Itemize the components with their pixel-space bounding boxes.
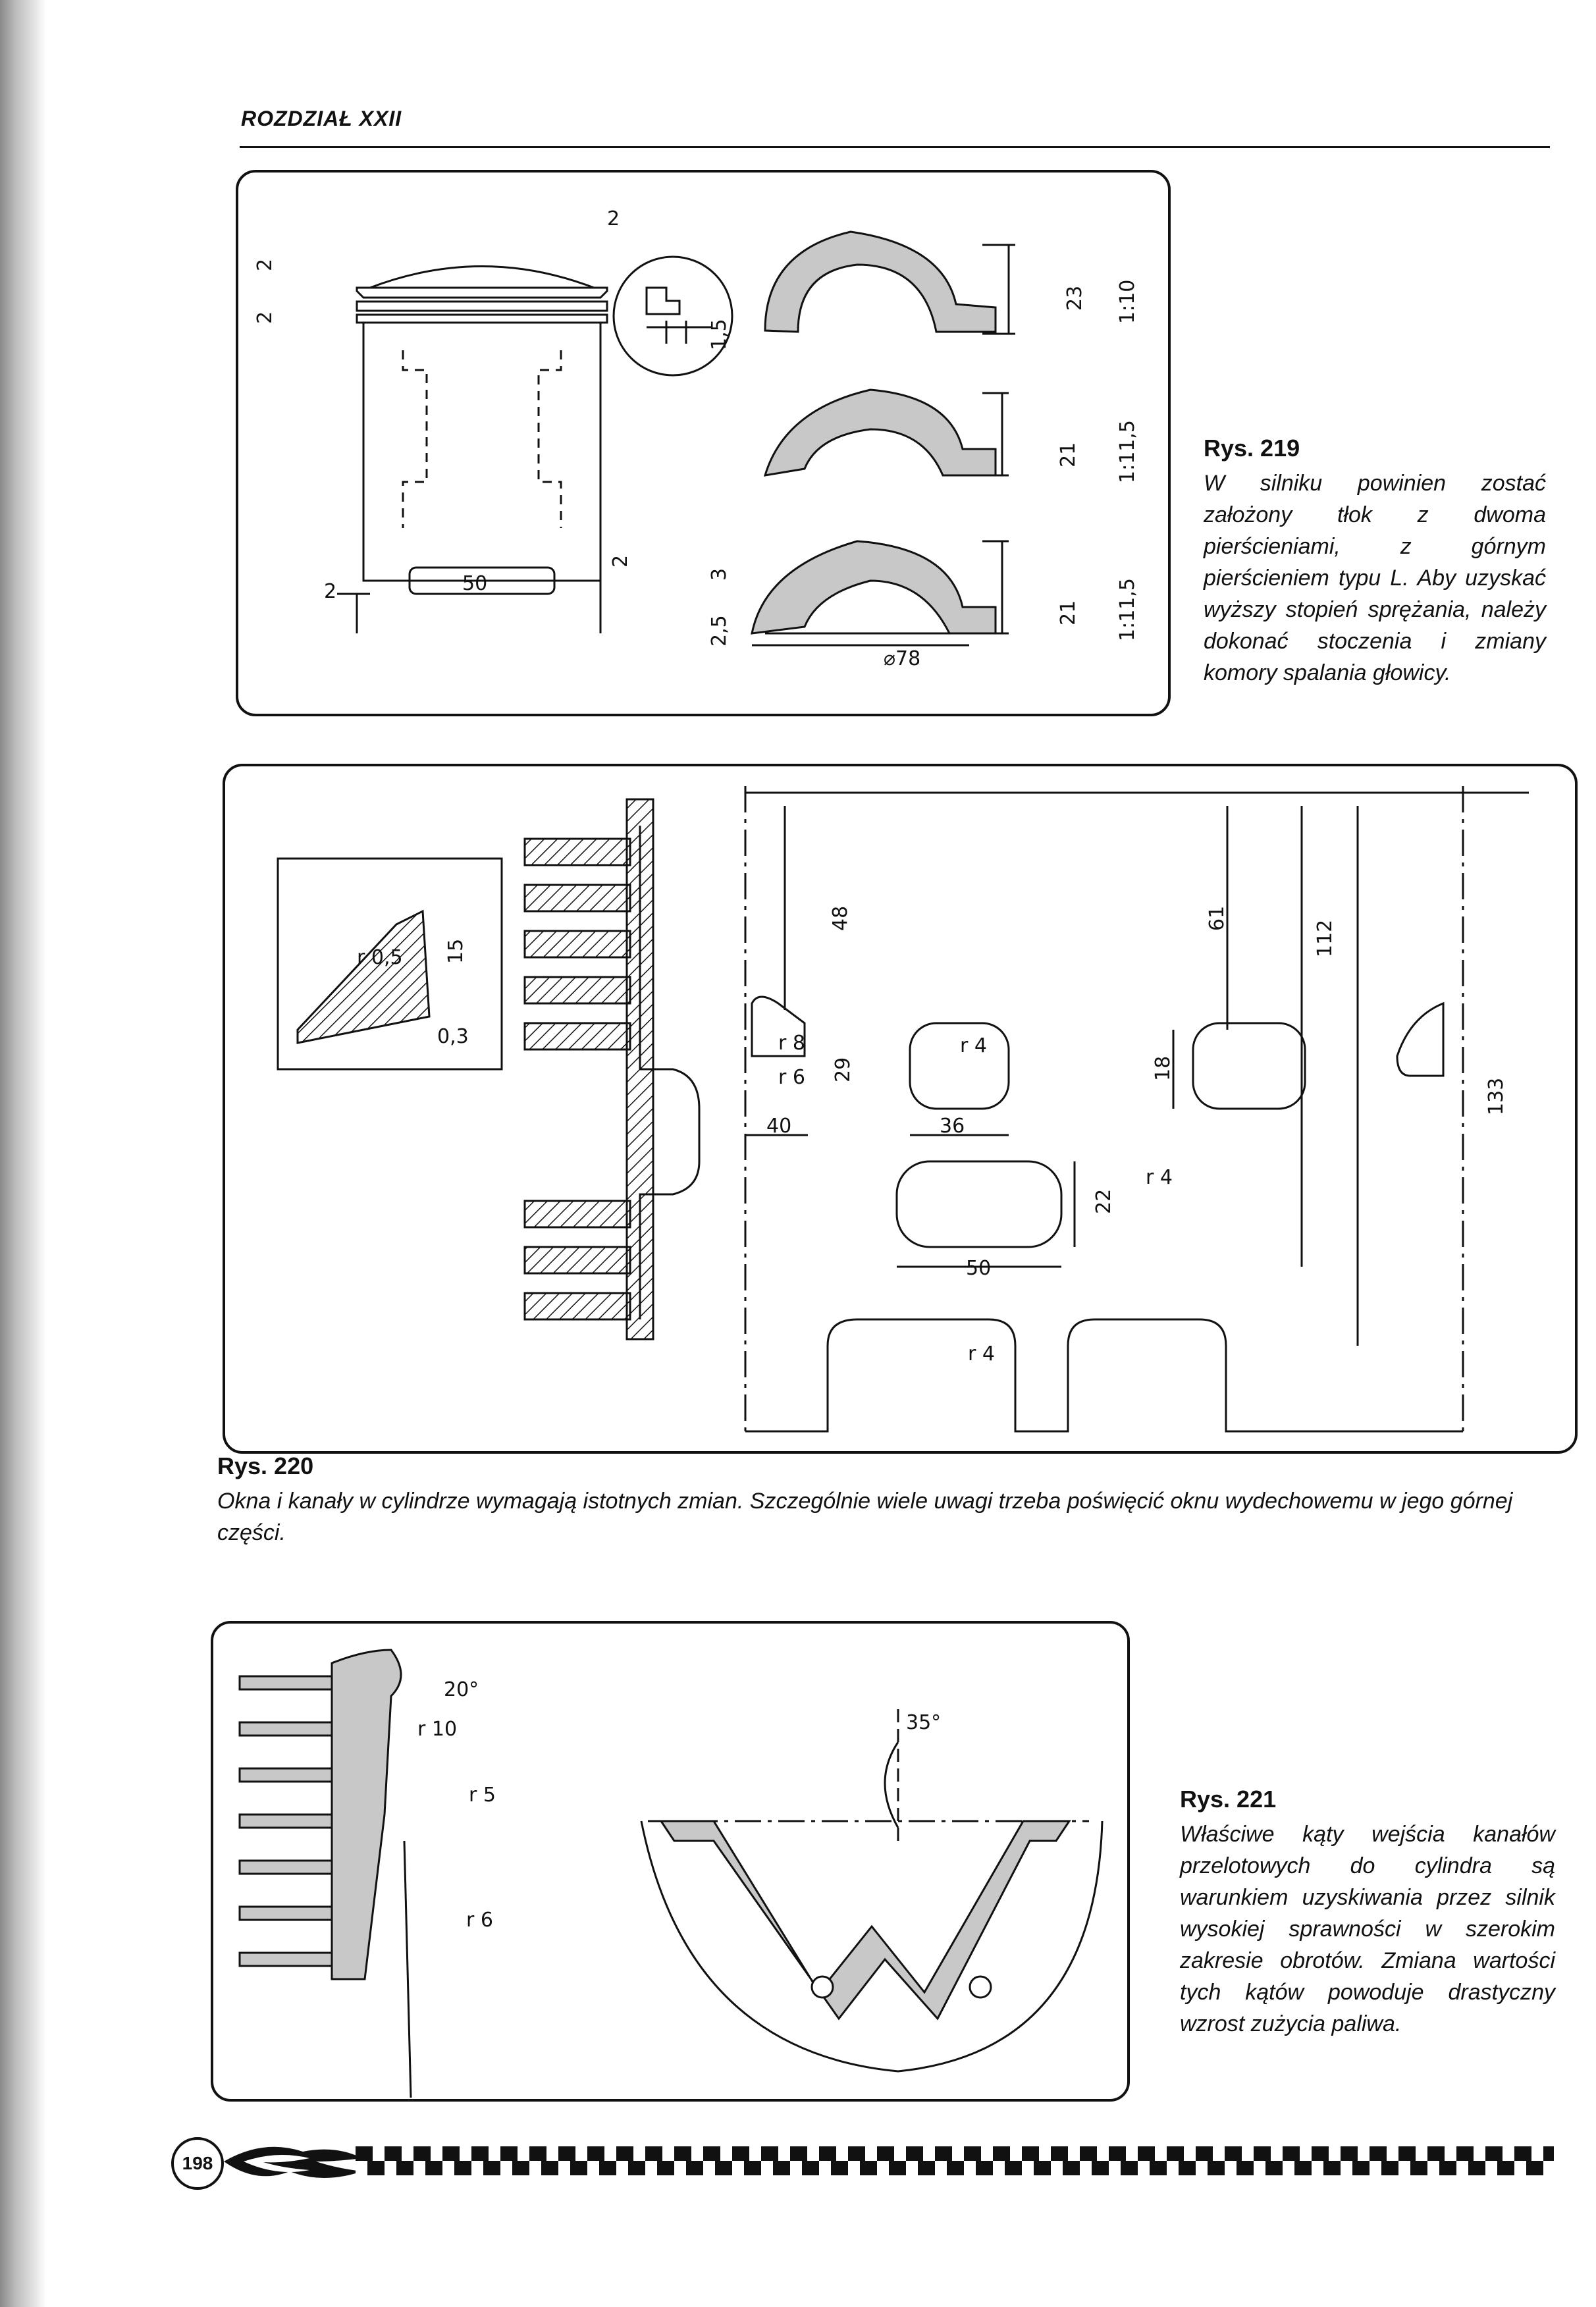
angle-35: 35°: [906, 1711, 941, 1734]
piston-skirt: [362, 323, 602, 582]
figure-221-frame: 20° r 10 r 5 r 6 35°: [211, 1621, 1130, 2102]
ratio-1-10: 1:10: [1116, 280, 1139, 324]
dim-21b: 21: [1057, 600, 1080, 625]
label-r10: r 10: [417, 1718, 457, 1741]
label-r4-b: r 4: [1146, 1166, 1173, 1189]
dim-112: 112: [1314, 920, 1337, 957]
transfer-channels-section: [659, 1820, 1071, 2021]
cylinder-liner-line: [403, 1840, 412, 2098]
dim-61: 61: [1206, 906, 1229, 931]
figure-219-drawing: 2 2 2 2 2 50 1,5 23 1:10 21 1:11,5 21 1:…: [253, 207, 1139, 670]
dim-2-left-b: 2: [253, 311, 277, 324]
figure-221-drawing: 20° r 10 r 5 r 6 35°: [238, 1649, 1104, 2098]
dim-23-line: [982, 244, 1015, 335]
dim-2-bottom-right: 2: [609, 555, 632, 568]
figure-220-frame: r 0,5 15 0,3 48 r 8 r 6 29 40 r 4 36 61 …: [223, 764, 1578, 1454]
dim-2-left-a: 2: [253, 259, 277, 271]
angle-20: 20°: [444, 1678, 479, 1701]
cylinder-wall-section: [639, 826, 701, 1319]
caption-220-title: Rys. 220: [217, 1452, 314, 1479]
chapter-header: ROZDZIAŁ XXII: [241, 107, 402, 130]
transfer-window-left: [909, 1022, 1010, 1110]
cylinder-bore-outline: [640, 1820, 1104, 2073]
dim-22: 22: [1092, 1189, 1115, 1214]
caption-220-text: Okna i kanały w cylindrze wymagają istot…: [217, 1489, 1513, 1545]
page-number: 198: [171, 2137, 224, 2190]
piston-pin-boss-left: [402, 350, 428, 528]
dim-21a-line: [982, 392, 1009, 477]
piston-pin-boss-right: [537, 350, 562, 528]
piston-crown-rim: [356, 286, 608, 299]
figure-219-frame: 2 2 2 2 2 50 1,5 23 1:10 21 1:11,5 21 1:…: [236, 170, 1171, 716]
caption-221: Rys. 221 Właściwe kąty wejścia kanałów p…: [1180, 1786, 1555, 2040]
dim-23: 23: [1063, 286, 1086, 311]
label-r6: r 6: [778, 1066, 805, 1089]
dim-21b-line: [982, 540, 1009, 635]
caption-220: Rys. 220 Okna i kanały w cylindrze wymag…: [217, 1452, 1560, 1549]
l-ring-profile: [645, 286, 681, 315]
ratio-1-11-5b: 1:11,5: [1116, 578, 1139, 641]
transfer-wall-section: [331, 1649, 402, 1980]
piston-ring-top: [356, 300, 608, 312]
label-r5: r 5: [469, 1784, 496, 1807]
figure-220-drawing: r 0,5 15 0,3 48 r 8 r 6 29 40 r 4 36 61 …: [277, 786, 1529, 1438]
dim-15: 15: [444, 939, 467, 964]
caption-221-text: Właściwe kąty wejścia kanałów przelotowy…: [1180, 1822, 1555, 2036]
piston-crown: [369, 265, 595, 289]
header-rule: [240, 146, 1550, 148]
detail-hatched-corner: [296, 909, 431, 1044]
dim-2-5: 2,5: [708, 615, 731, 647]
label-r4-a: r 4: [960, 1034, 987, 1057]
checkered-stripe: [356, 2146, 1554, 2175]
cooling-fins: [238, 1675, 340, 1967]
book-spine-shadow: [0, 0, 46, 2307]
dim-133: 133: [1485, 1078, 1508, 1115]
head-section-1: [764, 230, 997, 333]
label-r0-5: r 0,5: [357, 946, 403, 969]
dim-29: 29: [832, 1057, 855, 1082]
dim-21a: 21: [1057, 442, 1080, 467]
label-r4-c: r 4: [968, 1342, 995, 1366]
inlet-bottom-profile: [745, 1318, 1463, 1433]
dim-40: 40: [766, 1115, 791, 1138]
label-r6: r 6: [466, 1909, 493, 1932]
angle-35-arc: [884, 1741, 899, 1828]
dim-36: 36: [940, 1115, 965, 1138]
caption-219: Rys. 219 W silniku powinien zostać założ…: [1204, 435, 1546, 689]
dim-78: ⌀78: [884, 647, 920, 670]
head-section-3: [751, 540, 997, 635]
ratio-1-11-5a: 1:11,5: [1116, 420, 1139, 483]
dim-48: 48: [829, 906, 852, 931]
exhaust-port-left: [751, 995, 806, 1057]
piston-ring-second: [356, 313, 608, 324]
dim-2-bottom-left: 2: [324, 580, 336, 603]
caption-221-title: Rys. 221: [1180, 1786, 1277, 1813]
dim-2-top: 2: [607, 207, 620, 230]
dim-18: 18: [1152, 1056, 1175, 1081]
dim-50: 50: [462, 572, 487, 595]
dim-3: 3: [708, 568, 731, 581]
bolt-hole-right: [969, 1975, 992, 1999]
dim-0-3: 0,3: [437, 1025, 469, 1048]
page-footer: 198: [171, 2125, 1560, 2191]
caption-219-title: Rys. 219: [1204, 435, 1300, 462]
label-r8: r 8: [778, 1032, 805, 1055]
flame-decoration-icon: [224, 2146, 362, 2178]
piston-window: [408, 566, 556, 595]
transfer-window-right: [1192, 1022, 1306, 1110]
head-section-2: [763, 388, 997, 477]
ring-detail-circle: [612, 255, 733, 377]
exhaust-port-right: [1396, 1001, 1445, 1077]
dim-1-5: 1,5: [708, 319, 731, 350]
detail-inset-box: [277, 857, 503, 1071]
dim-50: 50: [966, 1257, 991, 1280]
bolt-hole-left: [811, 1975, 834, 1999]
boost-window: [895, 1160, 1063, 1248]
caption-219-text: W silniku powinien zostać założony tłok …: [1204, 471, 1546, 685]
